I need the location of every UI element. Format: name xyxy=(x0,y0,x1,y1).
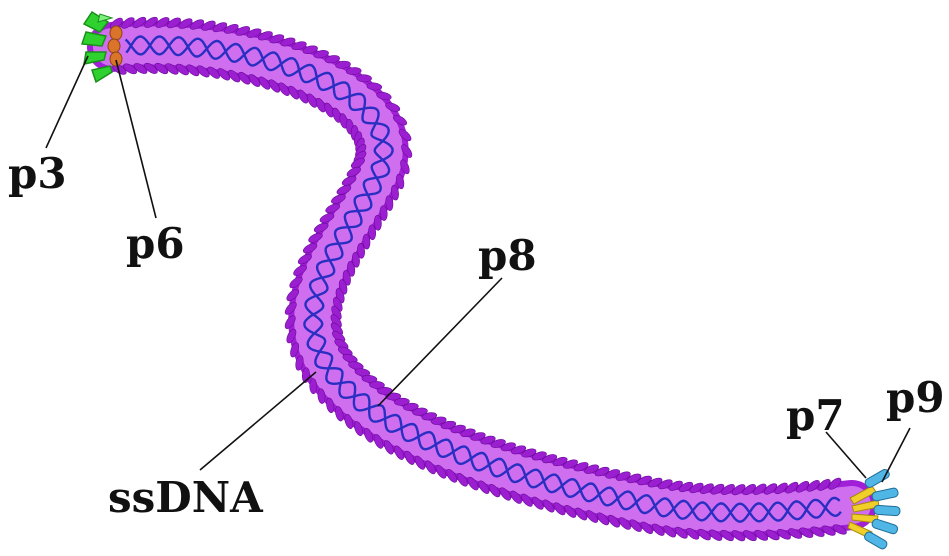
p3-leader xyxy=(46,56,88,148)
p6-proteins xyxy=(108,26,122,66)
label-p8: p8 xyxy=(478,231,537,280)
ssdna-leader xyxy=(200,372,316,470)
p8-subunit xyxy=(357,75,372,83)
label-p9: p9 xyxy=(886,373,945,422)
label-ssdna: ssDNA xyxy=(108,473,264,522)
p6-leader xyxy=(116,60,156,218)
label-p3: p3 xyxy=(8,149,67,198)
label-p6: p6 xyxy=(126,219,185,268)
p8-leader xyxy=(378,278,502,406)
p9-leader xyxy=(882,428,910,482)
label-p7: p7 xyxy=(786,391,845,440)
p8-subunit xyxy=(309,379,317,394)
